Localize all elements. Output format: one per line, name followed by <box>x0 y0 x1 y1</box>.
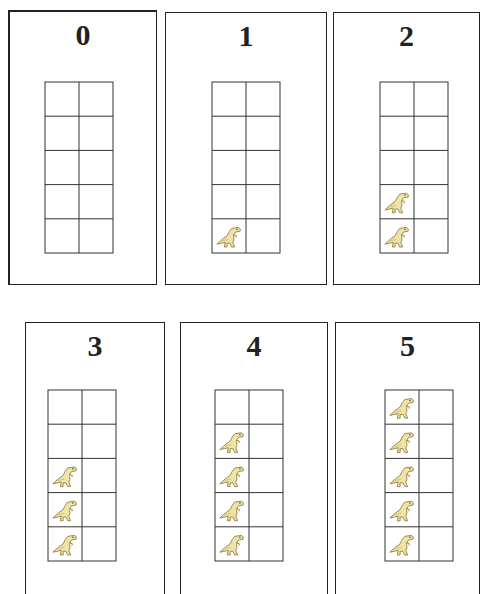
number-card: 3 <box>25 322 165 594</box>
dinosaur-icon <box>220 535 244 555</box>
ten-frame <box>48 390 116 561</box>
number-card: 4 <box>180 322 328 594</box>
number-card: 1 <box>165 12 327 285</box>
dinosaur-icon <box>390 501 414 521</box>
dinosaur-icon <box>385 193 409 213</box>
ten-frame <box>380 82 448 253</box>
ten-frame <box>45 82 113 253</box>
dinosaur-icon <box>390 467 414 487</box>
ten-frame <box>385 390 453 561</box>
dinosaur-icon <box>390 399 414 419</box>
ten-frame <box>215 390 283 561</box>
number-card: 5 <box>335 322 480 594</box>
card-number: 0 <box>10 12 156 52</box>
dinosaur-icon <box>220 433 244 453</box>
number-card: 0 <box>8 10 157 285</box>
card-number: 3 <box>26 323 164 363</box>
dinosaur-icon <box>390 433 414 453</box>
number-card: 2 <box>333 12 480 285</box>
dinosaur-icon <box>217 227 241 247</box>
card-number: 5 <box>336 323 479 363</box>
dinosaur-icon <box>53 467 77 487</box>
ten-frame <box>212 82 280 253</box>
card-number: 2 <box>334 13 479 53</box>
dinosaur-icon <box>53 535 77 555</box>
card-number: 4 <box>181 323 327 363</box>
dinosaur-icon <box>390 535 414 555</box>
dinosaur-icon <box>220 501 244 521</box>
dinosaur-icon <box>53 501 77 521</box>
card-number: 1 <box>166 13 326 53</box>
dinosaur-icon <box>220 467 244 487</box>
dinosaur-icon <box>385 227 409 247</box>
